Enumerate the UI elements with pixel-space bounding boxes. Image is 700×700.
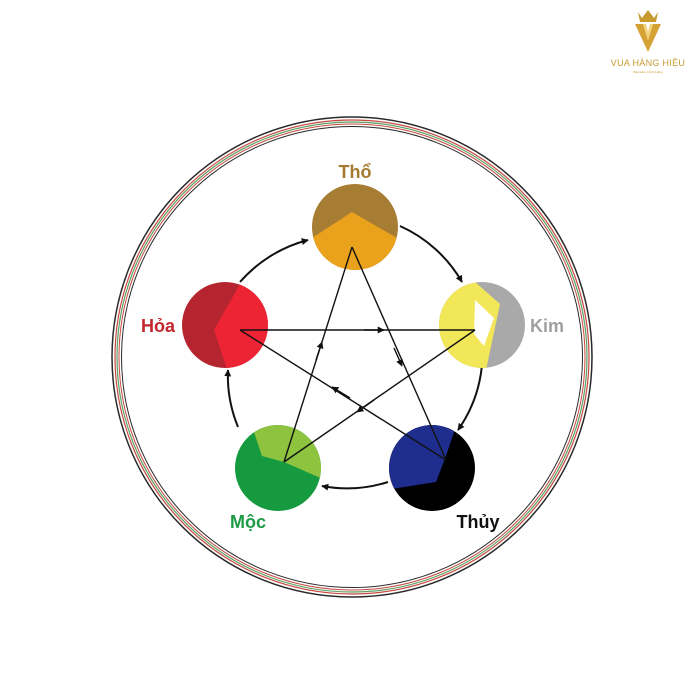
arrow-tho-to-kim [399, 225, 463, 283]
arrow-thuy-to-moc [321, 481, 389, 491]
label-kim: Kim [530, 316, 564, 336]
arrow-moc-to-tho [315, 341, 324, 361]
kim-pentagon [439, 282, 500, 368]
brand-tagline: Bảo Đảm Chính Hãng [633, 70, 663, 74]
arrow-moc-to-hoa [224, 369, 239, 428]
label-thuy: Thủy [457, 512, 500, 532]
arrow-tho-to-thuy [393, 347, 403, 367]
arrow-hoa-to-tho [239, 238, 309, 283]
thuy-pentagon [389, 425, 458, 490]
outer-ring [111, 116, 593, 598]
arrow-kim-to-thuy [457, 364, 483, 431]
crown-v-icon [635, 10, 661, 52]
generating-cycle-arcs [224, 225, 483, 491]
element-moc [235, 425, 321, 511]
element-tho [312, 184, 398, 270]
label-tho: Thổ [339, 162, 372, 182]
controlling-cycle-arrowheads [315, 326, 403, 413]
brand-name: VUA HÀNG HIỆU [610, 58, 686, 68]
arrow-kim-to-moc [356, 399, 375, 413]
tho-pentagon [312, 212, 398, 270]
label-moc: Mộc [230, 512, 266, 532]
arrow-thuy-to-hoa [331, 386, 351, 399]
element-hoa [182, 282, 268, 368]
label-hoa: Hỏa [141, 316, 176, 336]
element-kim [439, 282, 525, 368]
element-thuy [389, 425, 475, 511]
brand-logo: VUA HÀNG HIỆU Bảo Đảm Chính Hãng [600, 8, 696, 78]
hoa-pentagon [214, 284, 268, 368]
